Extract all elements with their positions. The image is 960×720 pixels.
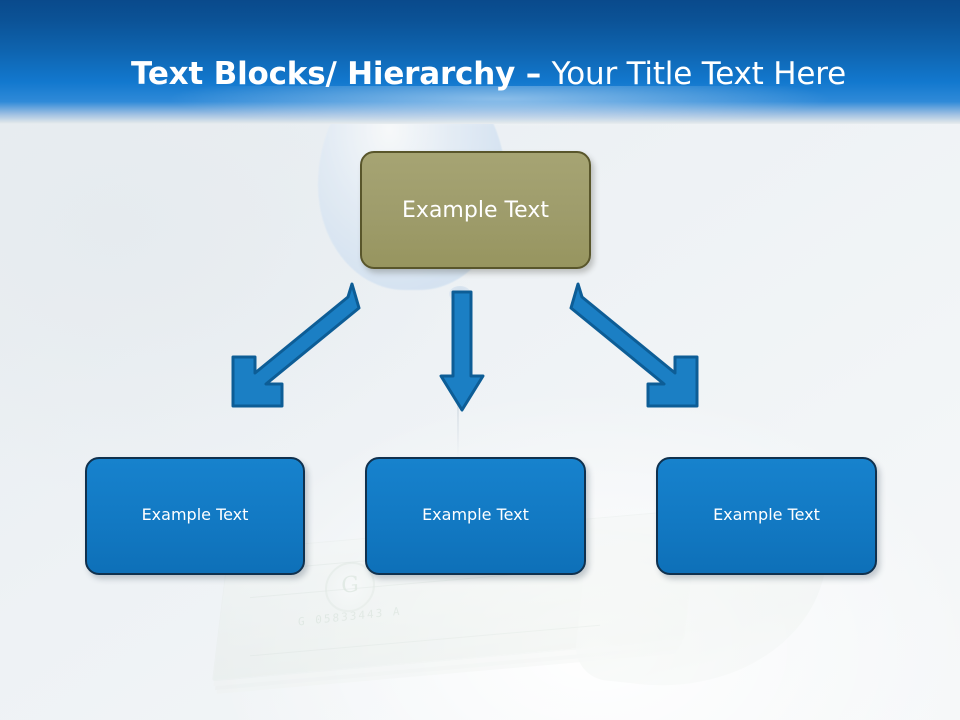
hierarchy-child-label-2: Example Text xyxy=(422,504,529,524)
hierarchy-child-label-1: Example Text xyxy=(141,504,249,524)
down-arrow-icon xyxy=(437,288,487,418)
down-left-arrow-icon xyxy=(228,282,368,417)
header-glow xyxy=(0,86,960,136)
page-title-bold: Text Blocks/ Hierarchy – xyxy=(131,56,552,92)
hierarchy-root-box[interactable]: Example Text xyxy=(360,151,591,269)
page-title-regular: Your Title Text Here xyxy=(551,56,847,92)
hierarchy-child-box-1[interactable]: Example Text xyxy=(85,457,305,575)
slide-header-band xyxy=(0,0,960,124)
hierarchy-child-label-3: Example Text xyxy=(713,504,820,524)
page-title: Text Blocks/ Hierarchy – Your Title Text… xyxy=(131,55,846,93)
hierarchy-root-label: Example Text xyxy=(402,197,549,223)
hierarchy-child-box-3[interactable]: Example Text xyxy=(656,457,877,575)
down-right-arrow-icon xyxy=(562,282,702,417)
hierarchy-child-box-2[interactable]: Example Text xyxy=(365,457,586,575)
